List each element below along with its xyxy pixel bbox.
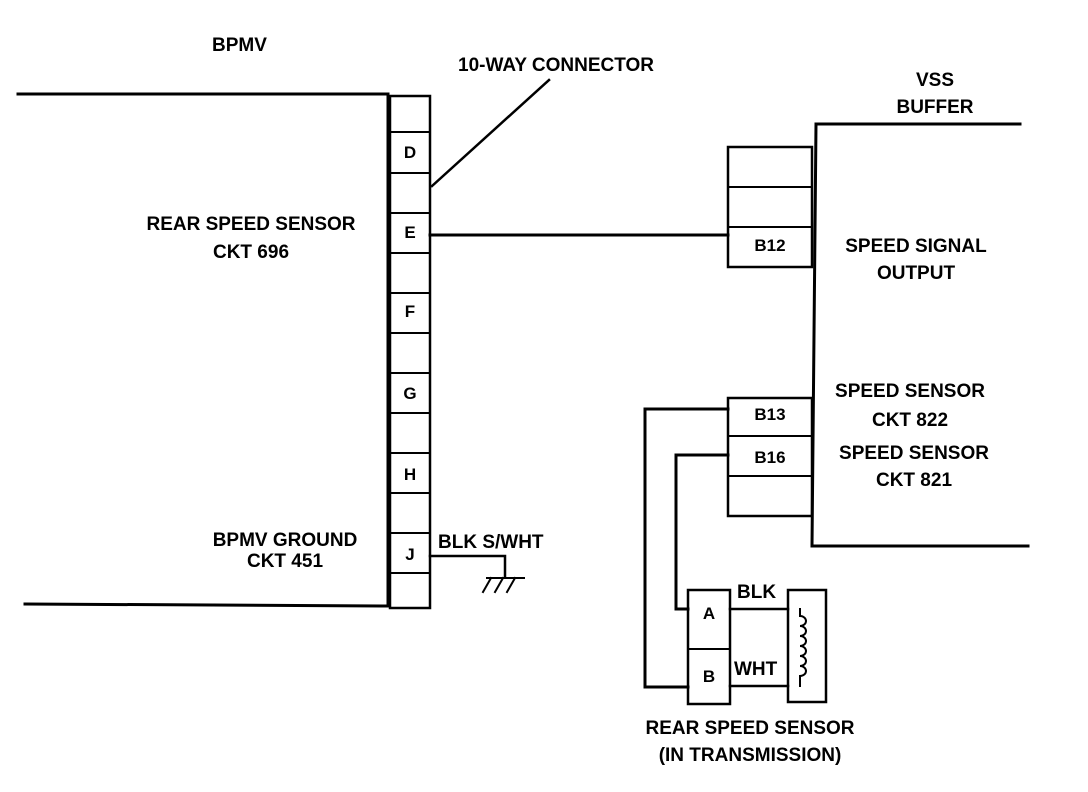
rear-speed-sensor-title: REAR SPEED SENSOR [645,718,855,739]
connector-label: 10-WAY CONNECTOR [458,55,655,76]
pin-b16: B16 [754,448,786,467]
pin-b13: B13 [754,405,786,424]
speed-signal-label: SPEED SIGNAL [845,236,987,257]
vss-lower-connector [726,396,814,518]
bpmv-ground-label: BPMV GROUND [212,530,358,551]
wire-ckt-821 [674,453,730,611]
pin-g: G [403,384,417,403]
pin-h: H [403,465,417,484]
ckt-821-label: CKT 821 [875,470,953,491]
ckt-696-label: CKT 696 [212,242,290,263]
in-transmission-label: (IN TRANSMISSION) [658,745,842,766]
blk-wire-label: BLK [737,582,777,603]
wire-ckt-822 [643,407,730,689]
bpmv-connector-body [388,94,432,610]
speed-sensor-822-label: SPEED SENSOR [835,381,985,402]
ckt-451-label: CKT 451 [246,551,324,572]
buffer-title: BUFFER [896,97,974,118]
ground-wire-color-label: BLK S/WHT [438,532,544,553]
bpmv-title: BPMV [212,35,267,56]
sensor-coil [798,614,807,678]
sensor-connector [686,588,732,706]
connector-leader-line [430,78,551,188]
pin-f: F [404,302,416,321]
wire-ckt-451 [428,554,507,578]
vss-title: VSS [915,70,955,91]
vss-upper-connector [726,145,814,269]
bpmv-bottom-border [23,602,390,608]
pin-d: D [403,143,417,162]
pin-a: A [702,604,716,623]
ground-symbol [481,576,525,594]
rear-speed-sensor-label: REAR SPEED SENSOR [146,214,356,235]
speed-sensor-821-label: SPEED SENSOR [839,443,989,464]
sensor-housing [786,588,828,704]
bpmv-connector-dividers [389,131,431,574]
pin-j: J [405,545,415,564]
pin-b: B [702,667,716,686]
output-label: OUTPUT [876,263,956,284]
wht-wire-label: WHT [734,659,778,680]
pin-b12: B12 [754,236,786,255]
ckt-822-label: CKT 822 [871,410,949,431]
pin-e: E [404,223,416,242]
